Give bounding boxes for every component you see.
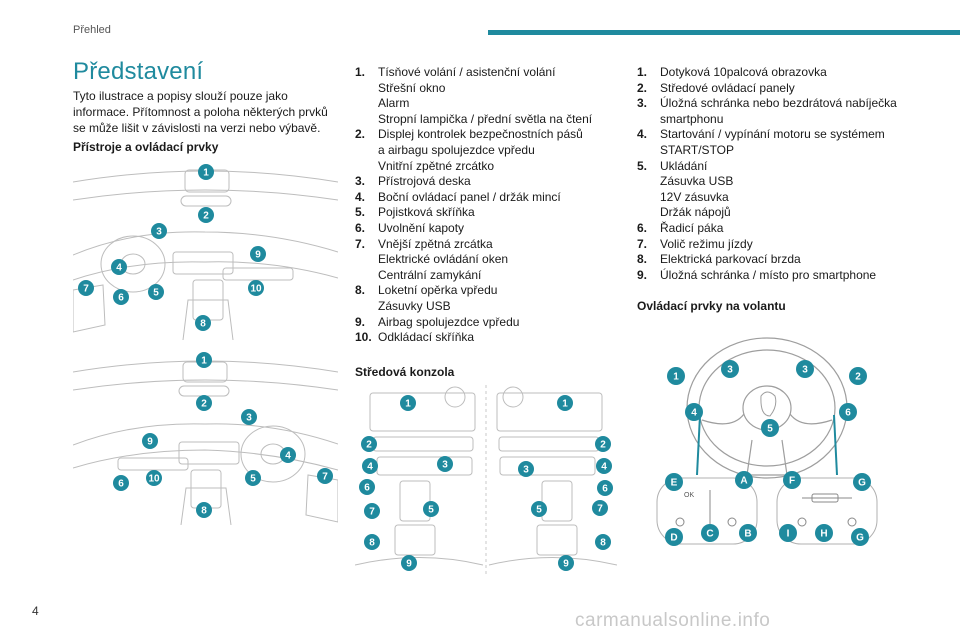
dash2-callout: 2 <box>201 399 207 410</box>
console-callout: 1 <box>405 399 411 410</box>
wheel-callout: 5 <box>767 424 773 435</box>
dash2-callout: 9 <box>147 437 153 448</box>
list-item: 9.Úložná schránka / místo pro smartphone <box>637 267 877 282</box>
list-item: 8.Elektrická parkovací brzda <box>637 252 801 267</box>
console-callout: 5 <box>428 505 434 516</box>
list-item: 6.Uvolnění kapoty <box>355 220 465 235</box>
page-title: Představení <box>73 58 204 85</box>
list-item: 1.Tísňové volání / asistenční volání Stř… <box>355 65 593 126</box>
dash2-callout: 10 <box>148 474 160 485</box>
console-callout: 9 <box>406 559 412 570</box>
heading-wheel: Ovládací prvky na volantu <box>637 299 786 313</box>
wheel-callout: 1 <box>673 372 679 383</box>
console-callout: 6 <box>364 483 370 494</box>
list-item: 4.Boční ovládací panel / držák mincí <box>355 189 561 204</box>
page-number: 4 <box>32 604 39 618</box>
console-callout: 2 <box>366 440 372 451</box>
wheel-callout: B <box>744 529 751 540</box>
list-item: 2.Displej kontrolek bezpečnostních pásů … <box>355 127 583 173</box>
dash2-callout: 4 <box>285 451 291 462</box>
list-item: 3.Úložná schránka nebo bezdrátová nabíje… <box>637 96 897 126</box>
wheel-callout: 3 <box>727 365 733 376</box>
intro-paragraph: Tyto ilustrace a popisy slouží pouze jak… <box>73 89 328 135</box>
dash2-callout: 5 <box>250 474 256 485</box>
steering-wheel-illustration: OK 1 3 3 2 4 6 5 E A F G D C B I H G <box>656 337 878 546</box>
dash1-callout: 9 <box>255 250 261 261</box>
dash1-callout: 5 <box>153 288 159 299</box>
ok-label: OK <box>684 492 694 499</box>
dash2-callout: 1 <box>201 356 207 367</box>
list-item: 7.Vnější zpětná zrcátka Elektrické ovlád… <box>355 236 509 282</box>
wheel-callout: G <box>856 533 864 544</box>
list-item: 5.Pojistková skříňka <box>355 205 475 220</box>
watermark: carmanualsonline.info <box>575 610 771 631</box>
dash2-callout: 6 <box>118 479 124 490</box>
dashboard-illustration-rhd: 1 2 3 9 4 7 6 10 5 8 <box>73 352 338 525</box>
console-callout: 3 <box>442 460 448 471</box>
wheel-callout: D <box>670 533 677 544</box>
list-item: 1.Dotyková 10palcová obrazovka <box>637 65 827 79</box>
heading-console: Středová konzola <box>355 365 455 379</box>
wheel-callout: F <box>789 476 795 487</box>
console-callout: 2 <box>600 440 606 451</box>
console-callout: 5 <box>536 505 542 516</box>
console-callout: 7 <box>597 504 603 515</box>
console-callout: 7 <box>369 507 375 518</box>
dash2-callout: 3 <box>246 413 252 424</box>
list-item: 2.Středové ovládací panely <box>637 80 795 95</box>
list-item: 10.Odkládací skříňka <box>355 330 475 345</box>
dash1-callout: 6 <box>118 293 124 304</box>
wheel-callout: H <box>820 529 827 540</box>
instruments-list: 1.Tísňové volání / asistenční volání Stř… <box>355 65 625 346</box>
dash1-callout: 1 <box>203 168 209 179</box>
list-item: 5.Ukládání Zásuvka USB 12V zásuvka Držák… <box>637 158 734 220</box>
dash2-callouts: 1 2 3 9 4 7 6 10 5 8 <box>113 352 333 518</box>
heading-instruments: Přístroje a ovládací prvky <box>73 140 219 154</box>
dash1-callouts: 1 2 3 9 4 7 6 5 10 8 <box>78 164 266 331</box>
console-callouts: 1 1 2 2 4 3 3 4 6 6 5 7 5 7 8 8 9 9 <box>359 395 613 571</box>
console-callout: 8 <box>369 538 375 549</box>
dash1-callout: 8 <box>200 319 206 330</box>
wheel-callout: G <box>858 478 866 489</box>
console-callout: 4 <box>601 462 607 473</box>
list-item: 6.Řadicí páka <box>637 220 724 235</box>
dashboard-illustration-lhd: 1 2 3 9 4 7 6 5 10 8 <box>73 164 338 340</box>
list-item: 7.Volič režimu jízdy <box>637 236 753 251</box>
header-accent-bar <box>488 30 960 35</box>
wheel-callout: I <box>787 529 790 540</box>
section-header: Přehled <box>73 24 111 36</box>
wheel-callout: 3 <box>802 365 808 376</box>
console-callout: 8 <box>600 538 606 549</box>
console-callout: 4 <box>367 462 373 473</box>
wheel-callout: 2 <box>855 372 861 383</box>
wheel-callouts: 1 3 3 2 4 6 5 E A F G D C B I H G <box>665 360 871 546</box>
wheel-callout: E <box>671 478 678 489</box>
console-callout: 9 <box>563 559 569 570</box>
dash2-callout: 8 <box>201 506 207 517</box>
wheel-callout: A <box>740 476 747 487</box>
console-callout: 6 <box>602 484 608 495</box>
wheel-callout: 4 <box>691 408 697 419</box>
console-callout: 3 <box>523 465 529 476</box>
console-callout: 1 <box>562 399 568 410</box>
console-list: 1.Dotyková 10palcová obrazovka 2.Středov… <box>637 65 927 283</box>
dash1-callout: 7 <box>83 284 89 295</box>
list-item: 9.Airbag spolujezdce vpředu <box>355 314 520 329</box>
list-item: 8.Loketní opěrka vpředu Zásuvky USB <box>355 283 498 313</box>
dash2-callout: 7 <box>322 472 328 483</box>
dash1-callout: 4 <box>116 263 122 274</box>
center-console-illustration: 1 1 2 2 4 3 3 4 6 6 5 7 5 7 8 8 9 9 <box>355 385 617 575</box>
wheel-callout: 6 <box>845 408 851 419</box>
dash1-callout: 10 <box>250 284 262 295</box>
wheel-callout: C <box>706 529 713 540</box>
list-item: 3.Přístrojová deska <box>355 174 471 189</box>
list-item: 4.Startování / vypínání motoru se systém… <box>637 127 885 157</box>
dash1-callout: 3 <box>156 227 162 238</box>
dash1-callout: 2 <box>203 211 209 222</box>
